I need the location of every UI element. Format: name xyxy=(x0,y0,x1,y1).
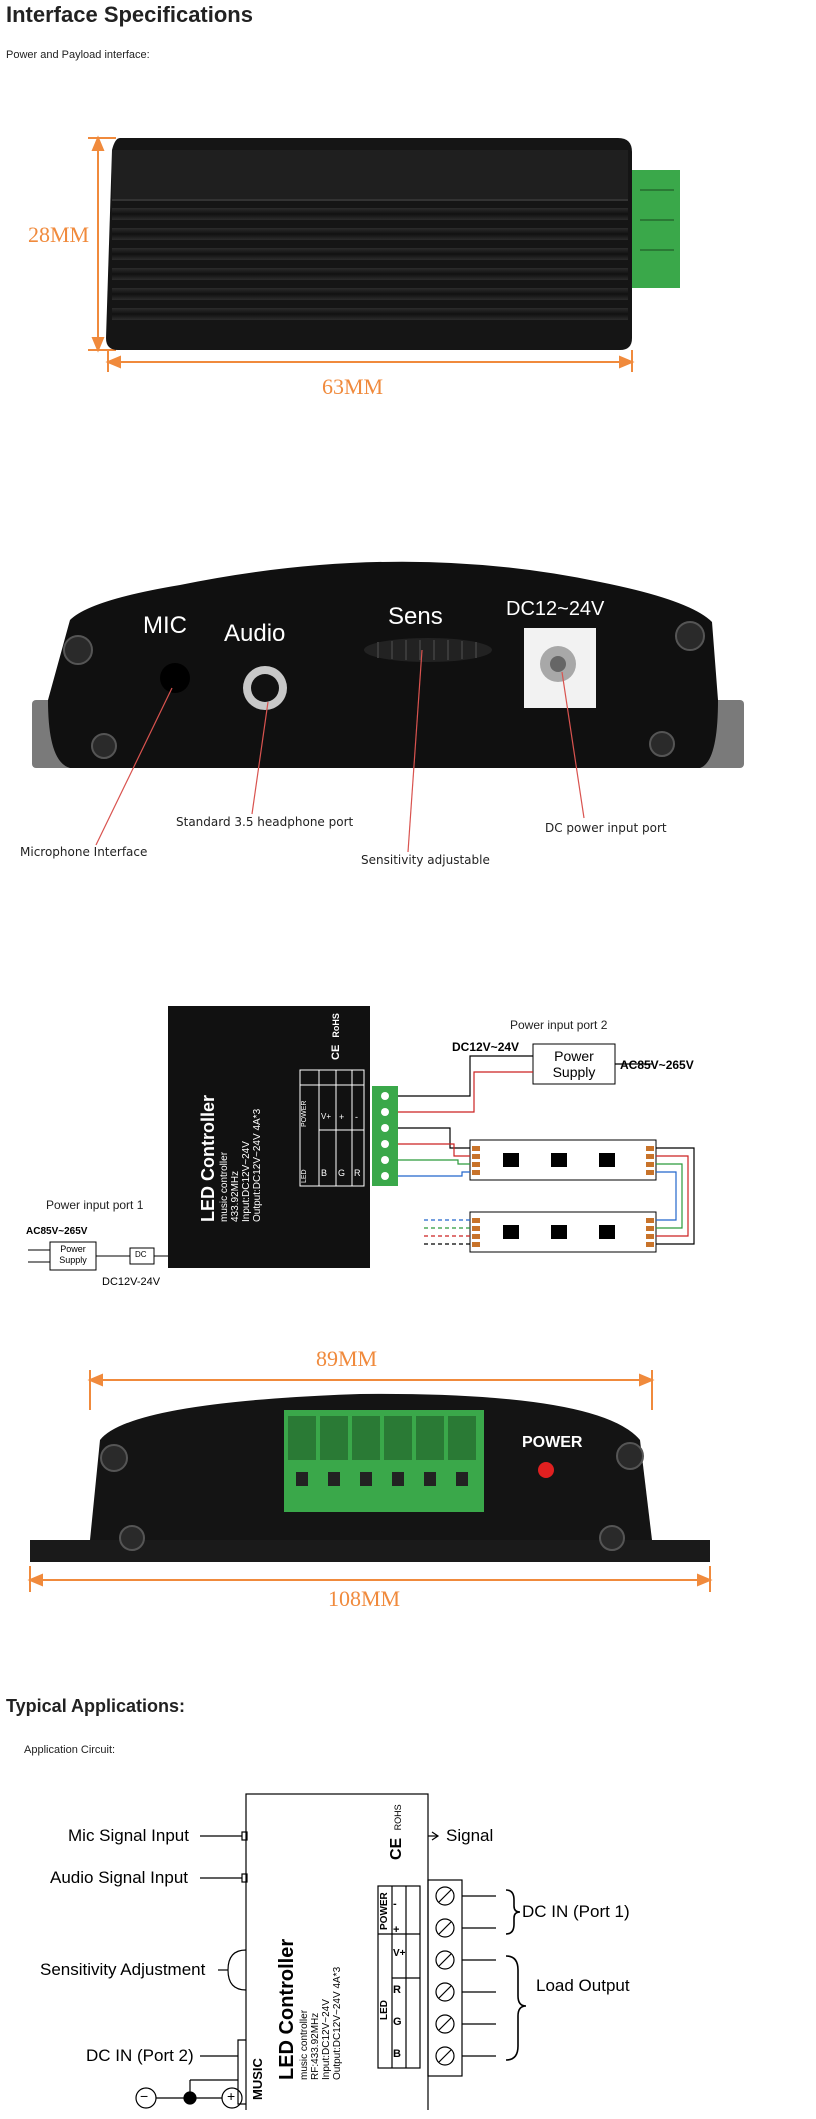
app-pin-plus: + xyxy=(393,1924,400,1936)
ground-minus-symbol: − xyxy=(140,2088,149,2104)
port1-supply-line1: Power xyxy=(60,1244,86,1254)
wiring-pin-g: G xyxy=(338,1168,346,1178)
port1-ac-label: AC85V~265V xyxy=(26,1226,88,1237)
app-pin-vplus: V+ xyxy=(393,1948,406,1959)
wiring-power-header: POWER xyxy=(301,1100,308,1127)
section-title-typical-applications: Typical Applications: xyxy=(6,1696,186,1716)
port2-supply-line2: Supply xyxy=(552,1064,596,1080)
power-supply-2-box xyxy=(532,1043,616,1085)
section-subtitle-power-payload: Power and Payload interface: xyxy=(6,49,150,61)
width-label-63mm: 63MM xyxy=(322,374,384,399)
microphone-callout-line xyxy=(95,687,173,846)
ground-plus-symbol: + xyxy=(227,2088,236,2104)
mic-signal-input-label: Mic Signal Input xyxy=(68,1826,189,1845)
app-led-header: LED xyxy=(379,2000,390,2020)
app-screw-terminal xyxy=(427,1879,463,2077)
app-pin-r: R xyxy=(393,1984,401,1996)
app-feature-2: RF:433.92MHz xyxy=(310,2012,321,2080)
wiring-feature-1: music controller xyxy=(219,1151,230,1222)
figure-wiring-diagram xyxy=(28,1006,695,1271)
wiring-pin-minus: - xyxy=(355,1112,358,1122)
app-music-label: MUSIC xyxy=(250,2058,265,2100)
power-input-port-1-label: Power input port 1 xyxy=(46,1198,144,1212)
dc-in-port1-brace xyxy=(505,1889,521,1935)
headphone-callout-line xyxy=(251,701,269,815)
port2-ac-label: AC85V~265V xyxy=(620,1058,694,1072)
signal-label: Signal xyxy=(446,1826,494,1845)
port1-dc-tag: DC xyxy=(135,1250,147,1259)
port1-supply-line2: Supply xyxy=(59,1255,87,1265)
audio-panel-label: Audio xyxy=(224,620,286,647)
wiring-pin-plus: + xyxy=(339,1112,345,1122)
wiring-rohs-mark: RoHS xyxy=(331,1013,341,1038)
figure-back-view-dimensions xyxy=(27,1370,713,1592)
port2-supply-text: Power Supply xyxy=(533,1048,615,1080)
wiring-pin-b: B xyxy=(321,1168,328,1178)
port2-dc-label: DC12V~24V xyxy=(452,1040,520,1054)
app-feature-3: Input:DC12V~24V xyxy=(321,1999,332,2080)
section-subtitle-application-circuit: Application Circuit: xyxy=(24,1744,116,1756)
load-output-label: Load Output xyxy=(536,1976,630,1995)
dc-panel-label: DC12~24V xyxy=(506,598,605,620)
figure-front-panel xyxy=(32,561,744,853)
dc-in-port1-label: DC IN (Port 1) xyxy=(522,1902,630,1921)
app-device-title: LED Controller xyxy=(276,1938,298,2080)
app-ce-mark: CE xyxy=(388,1837,405,1860)
app-feature-1: music controller xyxy=(299,2009,310,2080)
dc-callout-line xyxy=(561,671,585,819)
sensitivity-callout: Sensitivity adjustable xyxy=(361,853,490,867)
microphone-interface-callout: Microphone Interface xyxy=(20,845,148,859)
figure-application-circuit xyxy=(135,1793,527,2110)
wiring-feature-2: 433.92MHz xyxy=(230,1170,241,1222)
port1-supply-text: Power Supply xyxy=(50,1244,96,1266)
sensitivity-callout-line xyxy=(407,649,423,853)
load-output-brace xyxy=(505,1955,527,2061)
height-label-28mm: 28MM xyxy=(28,222,90,247)
wiring-pin-vplus: V+ xyxy=(321,1112,332,1121)
port2-supply-line1: Power xyxy=(554,1048,594,1064)
power-led xyxy=(538,1462,554,1478)
figure-side-view-dimensions xyxy=(88,135,680,372)
wiring-led-header: LED xyxy=(301,1169,308,1183)
front-panel-body xyxy=(48,561,718,768)
app-pin-b: B xyxy=(393,2048,401,2060)
power-supply-1-box xyxy=(49,1241,97,1271)
wiring-device-title: LED Controller xyxy=(198,1094,218,1222)
power-panel-label: POWER xyxy=(522,1434,583,1451)
app-pin-minus: - xyxy=(393,1898,397,1910)
app-power-header: POWER xyxy=(379,1892,390,1930)
inner-width-label-89mm: 89MM xyxy=(316,1346,378,1371)
outer-width-label-108mm: 108MM xyxy=(328,1586,401,1611)
mic-panel-label: MIC xyxy=(143,612,187,639)
section-title-interface-specs: Interface Specifications xyxy=(6,2,253,27)
wiring-feature-3: Input:DC12V~24V xyxy=(241,1141,252,1222)
audio-signal-input-label: Audio Signal Input xyxy=(50,1868,188,1887)
sens-panel-label: Sens xyxy=(388,603,443,630)
port1-dc-label: DC12V-24V xyxy=(102,1276,161,1288)
app-rohs-mark: ROHS xyxy=(393,1804,403,1831)
wiring-green-terminal xyxy=(372,1086,398,1186)
app-feature-4: Output:DC12V~24V 4A*3 xyxy=(332,1966,343,2080)
sensitivity-adjustment-label: Sensitivity Adjustment xyxy=(40,1960,206,1979)
wiring-ce-mark: CE xyxy=(330,1044,342,1060)
dc-in-port2-label: DC IN (Port 2) xyxy=(86,2046,194,2065)
sensitivity-knob xyxy=(364,638,492,662)
app-pin-g: G xyxy=(393,2016,402,2028)
wiring-feature-4: Output:DC12V~24V 4A*3 xyxy=(252,1108,263,1222)
power-input-port-2-label: Power input port 2 xyxy=(510,1018,608,1032)
dc-port-callout: DC power input port xyxy=(545,821,667,835)
wiring-pin-r: R xyxy=(354,1168,361,1178)
mic-hole xyxy=(160,663,190,693)
green-terminal-connector xyxy=(632,170,680,288)
headphone-port-callout: Standard 3.5 headphone port xyxy=(176,815,354,829)
